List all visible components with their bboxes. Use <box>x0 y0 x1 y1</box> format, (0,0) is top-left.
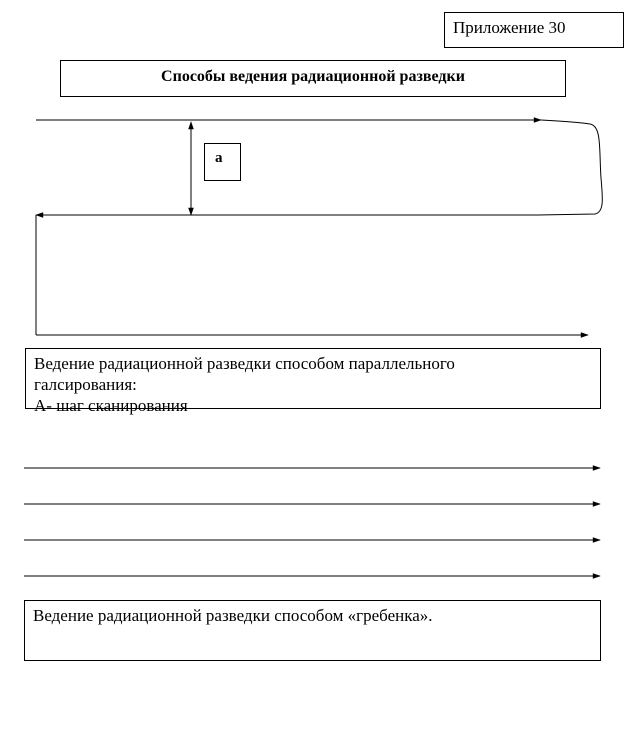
route-turn-right <box>537 119 603 216</box>
caption-parallel-line-3: А- шаг сканирования <box>34 396 188 415</box>
caption-parallel-tacking: Ведение радиационной разведки способом п… <box>25 348 601 415</box>
appendix-label: Приложение 30 <box>444 12 624 48</box>
comb-route <box>24 465 601 579</box>
caption-parallel-line-1: Ведение радиационной разведки способом п… <box>34 354 455 373</box>
caption-parallel-line-2: галсирования: <box>34 375 137 394</box>
scan-step-label: а <box>204 143 241 181</box>
caption-comb: Ведение радиационной разведки способом «… <box>24 600 601 661</box>
parallel-tacking-route <box>35 117 603 338</box>
page-title: Способы ведения радиационной разведки <box>60 60 566 97</box>
